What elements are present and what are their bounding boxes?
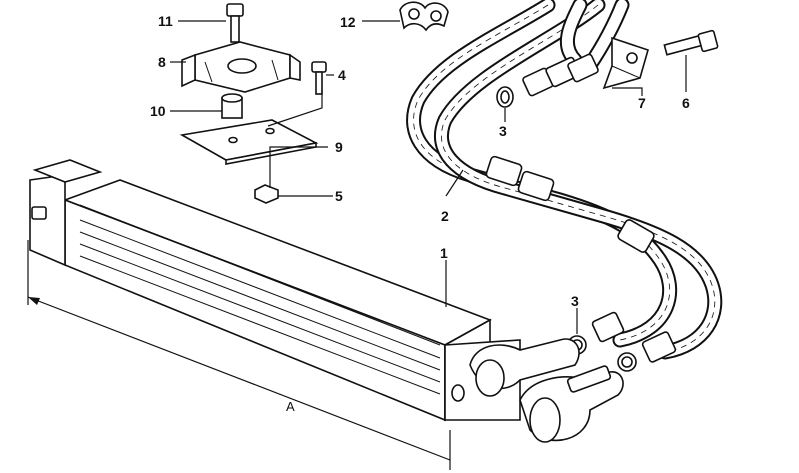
- callout-4: 4: [338, 67, 346, 83]
- callout-5: 5: [335, 188, 343, 204]
- oil-hose-lines: [406, 0, 723, 363]
- callout-8: 8: [158, 54, 166, 70]
- callout-11: 11: [158, 13, 173, 29]
- oil-cooler-1: [29, 159, 521, 422]
- bolt-11: [226, 3, 244, 43]
- mount-bracket-8: [181, 41, 301, 93]
- nut-5: [254, 184, 279, 204]
- bracket-7: [602, 36, 649, 90]
- callout-12: 12: [340, 14, 356, 30]
- dimension-a-label: A: [286, 399, 295, 414]
- washer-3-upper: [496, 86, 514, 108]
- lower-clamp: [469, 338, 624, 443]
- leader-lines: [170, 20, 687, 334]
- callout-1: 1: [440, 245, 448, 261]
- bushing-10: [221, 93, 243, 119]
- callout-10: 10: [150, 103, 166, 119]
- callout-7: 7: [638, 95, 646, 111]
- callout-labels: 11 12 8 4 10 9 5 3 7 6 2 1 3: [150, 13, 690, 309]
- bolt-4: [311, 61, 327, 95]
- dimension-a: A: [27, 240, 451, 470]
- plate-9: [179, 119, 319, 165]
- bolt-6: [663, 29, 719, 56]
- callout-3-lower: 3: [571, 293, 579, 309]
- callout-2: 2: [441, 208, 449, 224]
- callout-6: 6: [682, 95, 690, 111]
- callout-3-upper: 3: [499, 123, 507, 139]
- clamp-12: [399, 1, 449, 32]
- callout-9: 9: [335, 139, 343, 155]
